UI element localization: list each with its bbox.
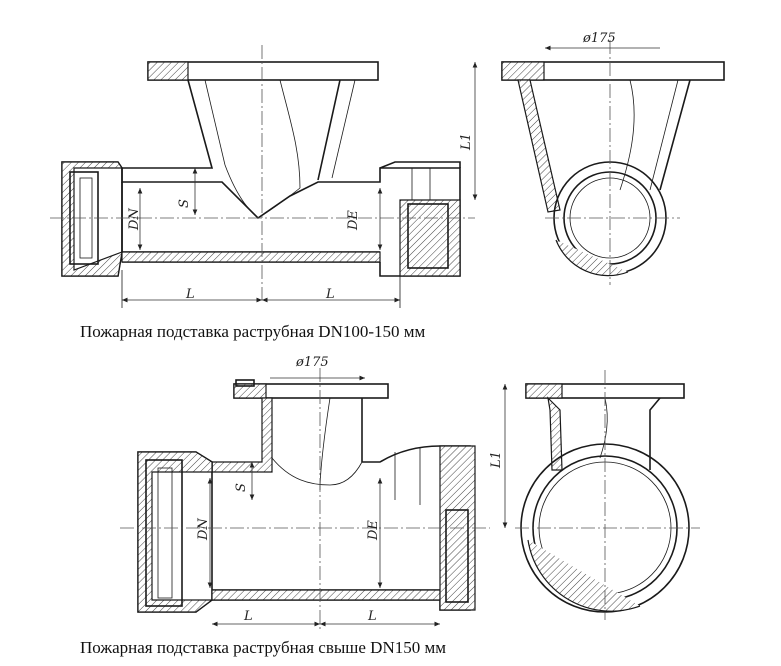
fig2-front-view: DN S DE L1 L L ø175 [120, 355, 508, 632]
fig2-dim-de: DE [366, 520, 381, 541]
fig1-dim-height: L1 [459, 133, 474, 151]
fig1-dim-dn: DN [127, 208, 142, 231]
fig2-dim-len-right: L [367, 609, 377, 624]
fig2-dim-len-left: L [243, 609, 253, 624]
fig1-dim-flange: ø175 [582, 31, 616, 46]
fig2-dim-dn: DN [196, 518, 211, 541]
fig2-dim-height: L1 [489, 451, 504, 469]
fig1-dim-wall: S [177, 199, 192, 208]
fig2-dim-flange: ø175 [295, 355, 329, 370]
fig2-side-view [515, 370, 700, 620]
fig1-caption: Пожарная подставка раструбная DN100-150 … [80, 322, 426, 341]
fig1-side-view: ø175 [501, 31, 725, 285]
fig1-dim-de: DE [346, 210, 361, 231]
fig1-dim-len-left: L [185, 287, 195, 302]
fig1-front-view: DN S DE L1 L L [50, 45, 478, 308]
fig2-dim-wall: S [234, 483, 249, 492]
fig2-caption: Пожарная подставка раструбная свыше DN15… [80, 638, 447, 657]
fig1-dim-len-right: L [325, 287, 335, 302]
